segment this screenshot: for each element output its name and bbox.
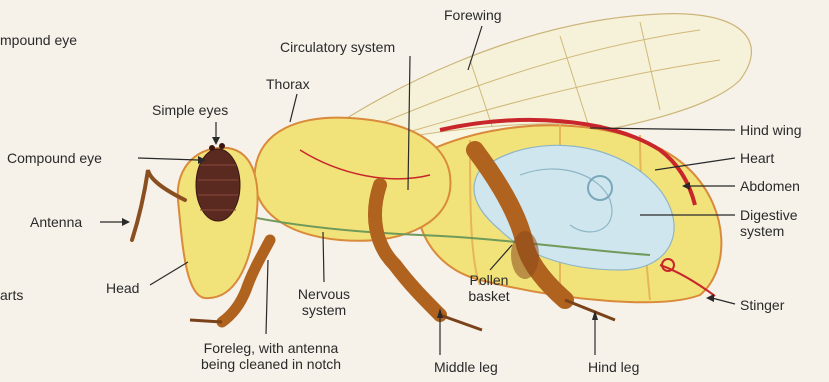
label-forewing: Forewing [444, 7, 502, 23]
label-stinger: Stinger [740, 297, 784, 313]
label-simple-eyes: Simple eyes [152, 102, 228, 118]
label-hind-wing: Hind wing [740, 122, 801, 138]
label-abdomen: Abdomen [740, 178, 800, 194]
label-circulatory-system: Circulatory system [280, 39, 395, 55]
label-thorax: Thorax [266, 76, 310, 92]
label-pollen-basket: Pollen basket [458, 272, 520, 304]
label-digestive-line2: system [740, 223, 798, 239]
label-parts-fragment: arts [0, 287, 23, 303]
label-head: Head [106, 280, 139, 296]
label-hind-leg: Hind leg [588, 359, 639, 375]
label-pollen-basket-line1: Pollen [458, 272, 520, 288]
label-pollen-basket-line2: basket [458, 288, 520, 304]
label-compound-eye-top: mpound eye [0, 32, 77, 48]
label-digestive-line1: Digestive [740, 207, 798, 223]
label-nervous-system-line1: Nervous [289, 286, 359, 302]
label-nervous-system-line2: system [289, 302, 359, 318]
label-middle-leg: Middle leg [434, 359, 498, 375]
label-foreleg-line2: being cleaned in notch [171, 356, 371, 372]
label-foreleg: Foreleg, with antenna being cleaned in n… [171, 340, 371, 372]
label-nervous-system: Nervous system [289, 286, 359, 318]
label-heart: Heart [740, 150, 774, 166]
antenna-shape [132, 170, 185, 240]
label-antenna: Antenna [30, 214, 82, 230]
label-foreleg-line1: Foreleg, with antenna [171, 340, 371, 356]
label-compound-eye: Compound eye [7, 150, 102, 166]
label-digestive-system: Digestive system [740, 207, 798, 239]
